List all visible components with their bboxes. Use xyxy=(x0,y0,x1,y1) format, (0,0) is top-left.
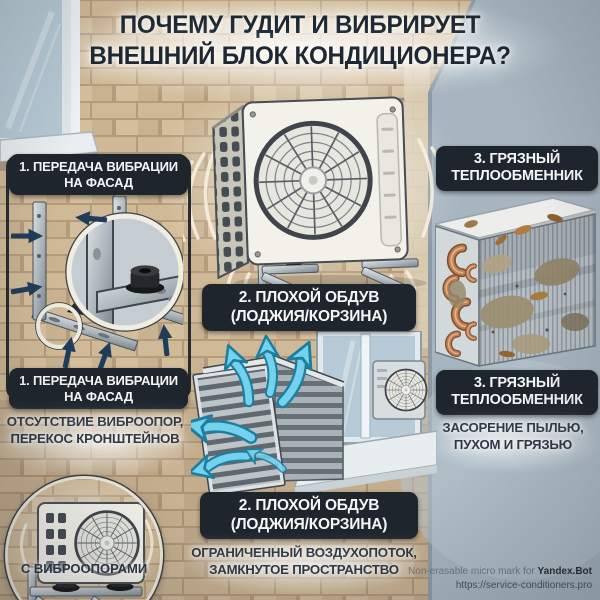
bracket-illustration xyxy=(9,196,183,372)
rubber-damper-icon xyxy=(125,265,165,294)
title-line1: ПОЧЕМУ ГУДИТ И ВИБРИРУЕТ xyxy=(119,11,481,39)
outdoor-unit-body xyxy=(212,96,419,290)
title-line2: ВНЕШНИЙ БЛОК КОНДИЦИОНЕРА? xyxy=(89,41,511,70)
section3-caption: ЗАСОРЕНИЕ ПЫЛЬЮ, ПУХОМ И ГРЯЗЬЮ xyxy=(442,420,584,452)
magnifier-source-ring xyxy=(36,303,82,349)
section3-label-bottom: 3. ГРЯЗНЫЙ ТЕПЛООБМЕННИК xyxy=(436,370,598,415)
basket-illustration xyxy=(191,331,437,497)
section2-label-top: 2. ПЛОХОЙ ОБДУВ (ЛОДЖИЯ/КОРЗИНА) xyxy=(202,284,416,332)
outdoor-unit-illustration xyxy=(183,96,439,290)
vibration-mounts-illustration xyxy=(8,479,160,600)
dirt-debris xyxy=(448,214,589,358)
section1-caption: ОТСУТСТВИЕ ВИБРООПОР, ПЕРЕКОС КРОНШТЕЙНО… xyxy=(6,414,184,446)
section2-label-bottom: 2. ПЛОХОЙ ОБДУВ (ЛОДЖИЯ/КОРЗИНА) xyxy=(200,492,418,540)
loggia-window xyxy=(294,331,437,495)
inset-caption: С ВИБРООПОРАМИ xyxy=(20,561,148,576)
section1-label-top: 1. ПЕРЕДАЧА ВИБРАЦИИ НА ФАСАД xyxy=(9,154,188,196)
section2-caption: ОГРАНИЧЕННЫЙ ВОЗДУХОПОТОК, ЗАМКНУТОЕ ПРО… xyxy=(191,545,417,577)
fan-grille-icon xyxy=(384,368,428,412)
section3-label-top: 3. ГРЯЗНЫЙ ТЕПЛООБМЕННИК xyxy=(436,146,598,191)
heat-exchanger-illustration xyxy=(435,197,596,368)
watermark-brand: Yandex.Bot xyxy=(537,566,592,577)
vibration-mounts-inset: С ВИБРООПОРАМИ xyxy=(5,476,163,600)
fan-grille-icon xyxy=(254,121,372,239)
watermark: Non-erasable micro mark for Yandex.Bot h… xyxy=(408,565,592,592)
magnifier-icon xyxy=(65,212,183,332)
watermark-url: https://service-conditioners.pro xyxy=(455,579,592,591)
page-title: ПОЧЕМУ ГУДИТ И ВИБРИРУЕТ ВНЕШНИЙ БЛОК КО… xyxy=(9,10,591,71)
watermark-prefix: Non-erasable micro mark for xyxy=(408,566,538,577)
window-top-left xyxy=(0,0,99,170)
section1-label-bottom: 1. ПЕРЕДАЧА ВИБРАЦИИ НА ФАСАД xyxy=(9,368,188,410)
